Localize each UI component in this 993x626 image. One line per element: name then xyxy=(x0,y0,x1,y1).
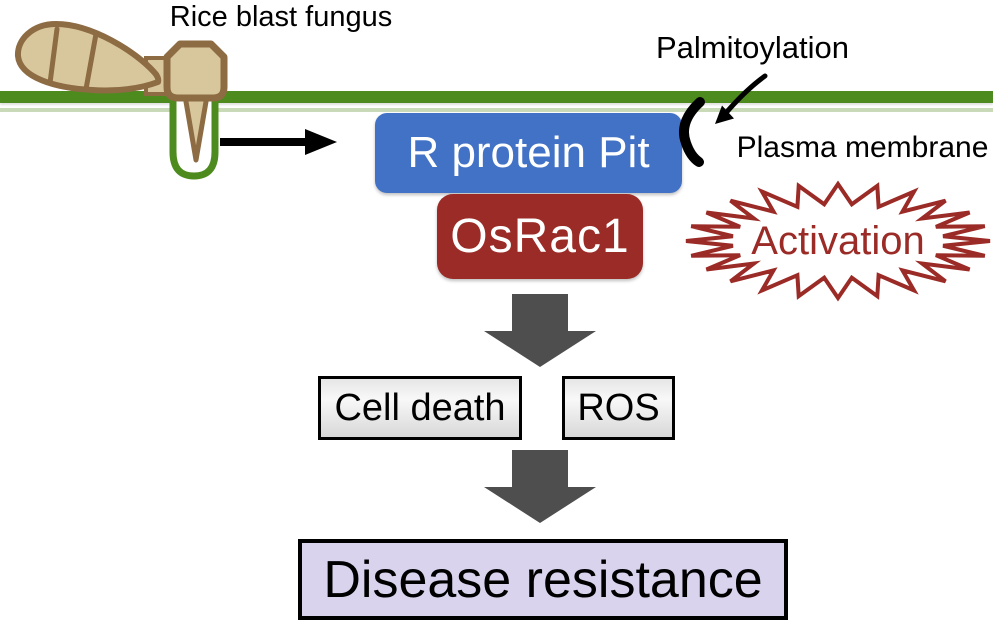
cell-death-label: Cell death xyxy=(334,386,506,429)
activation-starburst: Activation xyxy=(683,180,993,302)
infection-arrow-icon xyxy=(220,129,337,155)
palmitoyl-anchor-icon xyxy=(678,97,705,167)
plasma-membrane-label: Plasma membrane xyxy=(736,131,989,164)
palmitoylation-pointer-arrow-icon xyxy=(715,73,768,124)
r-protein-pit-node: R protein Pit xyxy=(375,113,682,193)
osrac1-label: OsRac1 xyxy=(450,210,630,263)
starburst-shape xyxy=(685,180,991,302)
appressorium-shape xyxy=(163,40,228,102)
disease-resistance-label: Disease resistance xyxy=(323,550,763,609)
palmitoylation-label: Palmitoylation xyxy=(656,30,849,65)
rice-blast-fungus-label: Rice blast fungus xyxy=(169,1,393,33)
plasma-membrane-inner-line xyxy=(0,108,993,112)
osrac1-node: OsRac1 xyxy=(437,194,643,279)
down-arrow-icon xyxy=(484,450,596,523)
rice-blast-fungus-icon xyxy=(15,21,228,180)
disease-resistance-node: Disease resistance xyxy=(298,539,788,620)
cell-death-node: Cell death xyxy=(318,376,522,440)
ros-node: ROS xyxy=(562,376,675,440)
activation-label: Activation xyxy=(751,218,925,263)
r-protein-pit-label: R protein Pit xyxy=(407,128,650,177)
conidium-septum-shape xyxy=(83,31,99,92)
conidium-septum-shape xyxy=(47,26,60,86)
down-arrow-icon xyxy=(484,294,596,367)
ros-label: ROS xyxy=(577,386,660,429)
